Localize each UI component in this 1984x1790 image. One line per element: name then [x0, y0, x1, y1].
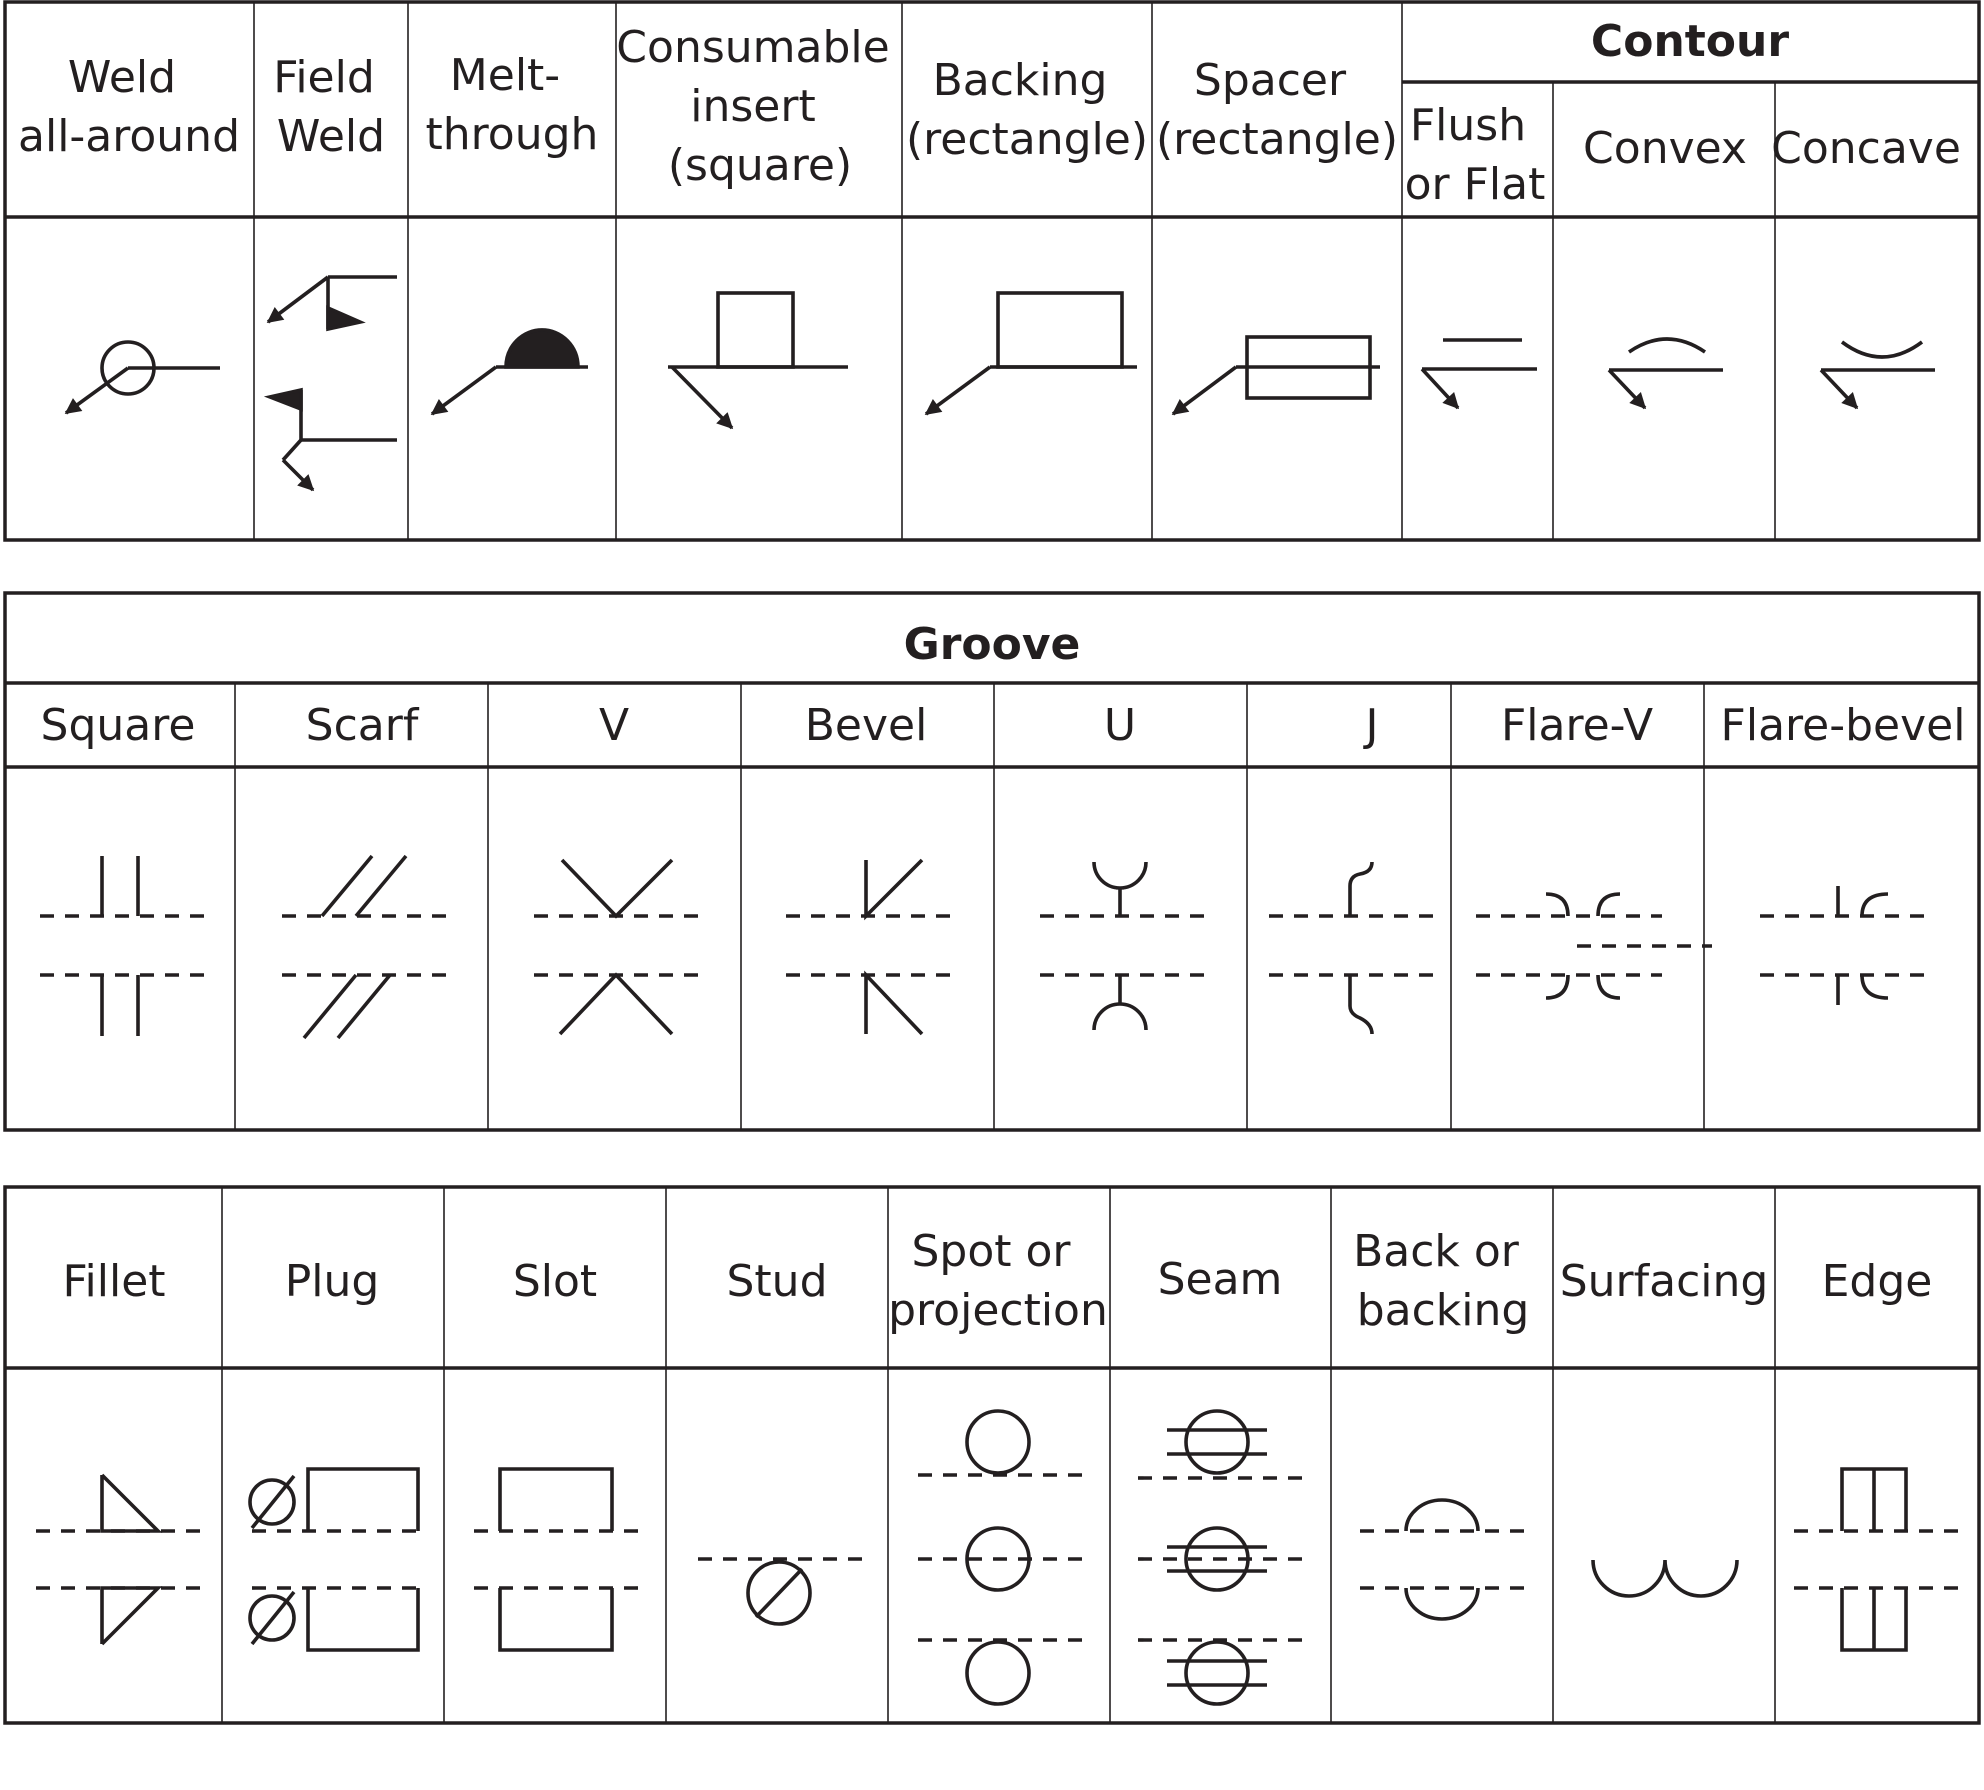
symbol-scarf-groove: [282, 854, 446, 1040]
header-melt-through: Melt- through: [426, 50, 599, 160]
symbol-field-weld: [263, 275, 397, 492]
weld-types-table: Fillet Plug Slot Stud Spot or projection…: [3, 1185, 1981, 1725]
header-consumable-insert: Consumable insert (square): [616, 22, 903, 191]
header-flare-bevel: Flare-bevel: [1721, 700, 1966, 751]
symbol-stud-weld: [698, 1557, 862, 1626]
header-flush-or-flat: Flush or Flat: [1405, 100, 1546, 210]
symbol-flare-v-groove: [1476, 892, 1712, 1000]
header-j: J: [1363, 700, 1379, 751]
symbol-j-groove: [1269, 861, 1433, 1035]
header-weld-all-around: Weld all-around: [18, 52, 240, 162]
header-scarf: Scarf: [306, 700, 420, 751]
header-backing: Backing (rectangle): [906, 55, 1148, 165]
header-bevel: Bevel: [805, 700, 928, 751]
header-slot: Slot: [513, 1256, 597, 1307]
header-u: U: [1104, 700, 1136, 751]
symbol-bevel-groove: [786, 858, 950, 1036]
symbol-square-groove: [40, 856, 204, 1036]
symbol-spacer: [1171, 335, 1380, 416]
symbol-flush-or-flat: [1420, 338, 1537, 410]
table1-grid: [3, 0, 1981, 542]
header-plug: Plug: [285, 1256, 380, 1307]
header-contour: Contour: [1591, 16, 1789, 67]
header-stud: Stud: [727, 1256, 828, 1307]
symbol-flare-bevel-groove: [1760, 886, 1924, 1005]
symbol-v-groove: [534, 858, 698, 1036]
groove-symbols-table: Groove Square Scarf V Bevel U J Flare-V …: [3, 591, 1981, 1132]
symbol-weld-all-around: [64, 340, 220, 415]
header-surfacing: Surfacing: [1560, 1256, 1769, 1307]
table3-grid: [3, 1185, 1981, 1725]
header-fillet: Fillet: [62, 1256, 165, 1307]
header-field-weld: Field Weld: [273, 52, 389, 162]
symbol-consumable-insert: [668, 291, 848, 430]
table2-grid: [3, 591, 1981, 1132]
symbol-plug-weld: [248, 1467, 420, 1652]
header-back-or-backing: Back or backing: [1353, 1226, 1533, 1336]
symbol-edge-weld: [1794, 1467, 1958, 1652]
symbol-backing: [924, 291, 1137, 416]
symbol-seam-weld: [1138, 1409, 1302, 1706]
symbol-surfacing-weld: [1591, 1559, 1739, 1598]
header-spot-or-projection: Spot or projection: [888, 1226, 1108, 1336]
header-spacer: Spacer (rectangle): [1156, 55, 1398, 165]
symbol-fillet-weld: [36, 1473, 200, 1646]
header-flare-v: Flare-V: [1501, 700, 1653, 751]
symbol-spot-or-projection-weld: [918, 1409, 1082, 1706]
header-square: Square: [41, 700, 196, 751]
symbol-u-groove: [1040, 861, 1204, 1031]
header-convex: Convex: [1583, 123, 1747, 174]
symbol-concave: [1819, 340, 1935, 410]
symbol-slot-weld: [474, 1467, 640, 1652]
header-concave: Concave: [1771, 123, 1961, 174]
symbol-back-or-backing-weld: [1360, 1498, 1524, 1621]
header-groove: Groove: [904, 619, 1081, 670]
symbol-convex: [1607, 337, 1723, 410]
symbol-melt-through: [430, 328, 588, 416]
supplementary-symbols-table: Weld all-around Field Weld Melt- through…: [3, 0, 1981, 542]
header-seam: Seam: [1158, 1254, 1283, 1305]
header-edge: Edge: [1822, 1256, 1933, 1307]
header-v: V: [599, 700, 629, 751]
